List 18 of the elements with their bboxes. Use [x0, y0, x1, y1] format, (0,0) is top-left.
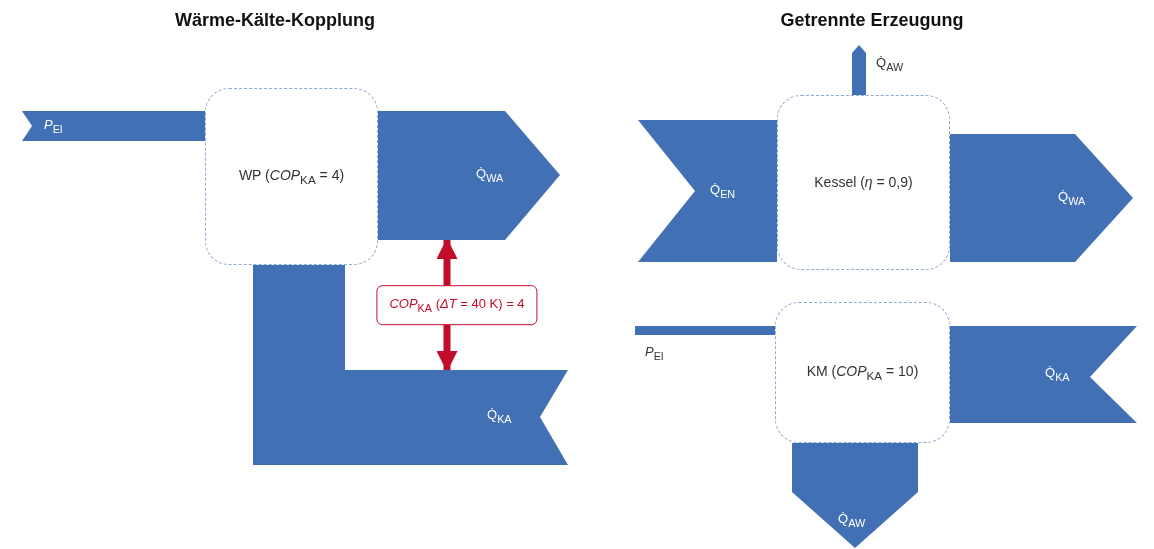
panel-title: Getrennte Erzeugung — [780, 10, 964, 31]
flow-label: P$_{El}$ — [44, 117, 63, 136]
flow-label: P$_{El}$ — [645, 344, 664, 363]
process-label: KM (COP$_{KA}$ = 10) — [806, 362, 919, 383]
flow-label: Q̇$_{KA}$ — [1045, 365, 1070, 384]
process-box — [775, 302, 950, 443]
process-box — [205, 88, 378, 265]
panel-title: Wärme-Kälte-Kopplung — [175, 10, 375, 31]
process-label: Kessel (η = 0,9) — [814, 174, 913, 191]
flow-label: Q̇$_{WA}$ — [1058, 189, 1086, 208]
flow-label: Q̇$_{WA}$ — [476, 166, 504, 185]
flow-label: Q̇$_{AW}$ — [876, 55, 904, 74]
process-label: WP (COP$_{KA}$ = 4) — [238, 166, 345, 187]
flow-label: Q̇$_{AW}$ — [838, 511, 866, 530]
flow-label: Q̇$_{KA}$ — [487, 407, 512, 426]
process-box — [777, 95, 950, 270]
flow-label: Q̇$_{EN}$ — [710, 182, 736, 201]
edge-label: COP$_{KA}$ (ΔT = 40 K) = 4 — [376, 285, 538, 325]
